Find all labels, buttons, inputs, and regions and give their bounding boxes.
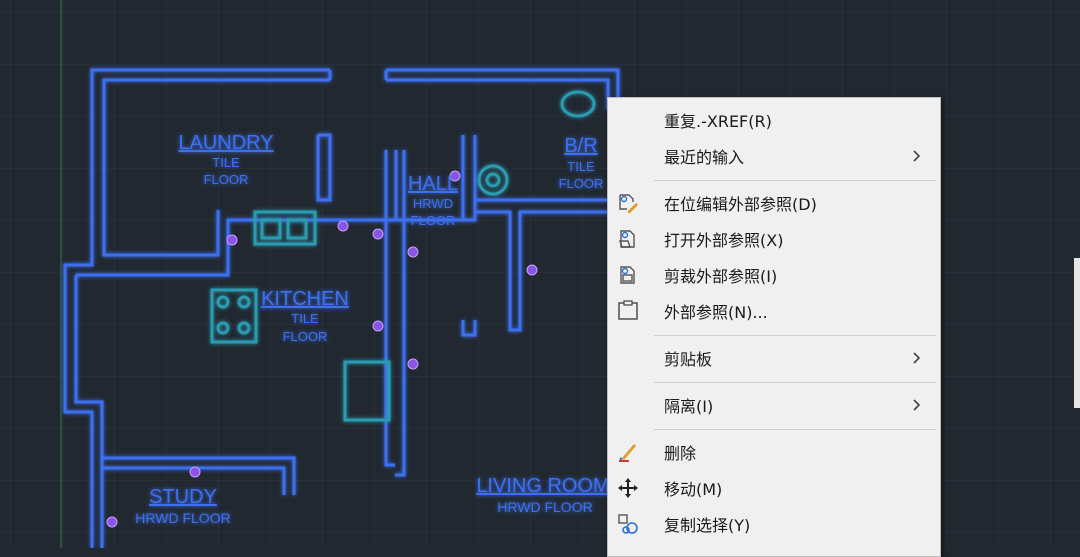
menu-item-xref-edit-in-place[interactable]: 在位编辑外部参照(D) <box>608 186 940 220</box>
menu-item-label: 剪裁外部参照(I) <box>664 267 778 286</box>
menu-item-repeat-xref[interactable]: 重复.-XREF(R) <box>608 103 940 137</box>
room-floor-hall-2: FLOOR <box>411 213 456 228</box>
room-floor-laundry-1: TILE <box>212 155 240 170</box>
room-floor-study: HRWD FLOOR <box>135 510 230 526</box>
room-name-laundry: LAUNDRY <box>178 132 273 154</box>
room-floor-br-2: FLOOR <box>559 176 604 191</box>
menu-item-label: 隔离(I) <box>664 397 714 416</box>
side-panel-edge <box>1074 258 1080 408</box>
room-floor-kitchen-2: FLOOR <box>283 329 328 344</box>
chevron-right-icon <box>910 349 924 367</box>
room-name-living-room: LIVING ROOM <box>476 475 609 497</box>
menu-item-label: 外部参照(N)... <box>664 303 768 322</box>
xref-clip-icon <box>616 263 640 287</box>
room-floor-hall-1: HRWD <box>413 196 453 211</box>
menu-item-move[interactable]: 移动(M) <box>608 471 940 505</box>
menu-item-isolate[interactable]: 隔离(I) <box>608 388 940 422</box>
floor-plan-fixtures <box>210 90 596 422</box>
chevron-right-icon <box>910 396 924 414</box>
xref-open-icon <box>616 227 640 251</box>
menu-item-xref-clip[interactable]: 剪裁外部参照(I) <box>608 258 940 292</box>
chevron-right-icon <box>910 147 924 165</box>
room-floor-kitchen-1: TILE <box>291 311 319 326</box>
menu-item-label: 打开外部参照(X) <box>664 231 784 250</box>
room-floor-living-room: HRWD FLOOR <box>497 499 592 515</box>
context-menu: 重复.-XREF(R) 最近的输入在位编辑外部参照(D) 打开外部参照(X) 剪裁外部… <box>607 97 941 557</box>
menu-item-label: 复制选择(Y) <box>664 516 751 535</box>
copy-selection-icon <box>616 512 640 536</box>
menu-item-erase[interactable]: 删除 <box>608 435 940 469</box>
menu-item-xref-open[interactable]: 打开外部参照(X) <box>608 222 940 256</box>
menu-separator <box>654 180 936 181</box>
menu-item-xref-palette[interactable]: 外部参照(N)... <box>608 294 940 328</box>
selection-grips <box>106 170 538 528</box>
menu-item-label: 最近的输入 <box>664 148 745 167</box>
menu-item-label: 在位编辑外部参照(D) <box>664 195 817 214</box>
menu-separator <box>654 382 936 383</box>
move-icon <box>616 476 640 500</box>
menu-item-recent-input[interactable]: 最近的输入 <box>608 139 940 173</box>
menu-item-copy-selection[interactable]: 复制选择(Y) <box>608 507 940 541</box>
room-floor-laundry-2: FLOOR <box>204 172 249 187</box>
erase-icon <box>616 440 640 464</box>
room-name-kitchen: KITCHEN <box>261 288 349 310</box>
menu-item-label: 移动(M) <box>664 480 723 499</box>
xref-edit-icon <box>616 191 640 215</box>
menu-separator <box>654 335 936 336</box>
menu-item-label: 重复.-XREF(R) <box>664 112 772 131</box>
room-name-br: B/R <box>564 135 597 157</box>
menu-item-label: 删除 <box>664 444 697 463</box>
menu-item-clipboard[interactable]: 剪贴板 <box>608 341 940 375</box>
room-name-hall: HALL <box>408 173 458 195</box>
xref-palette-icon <box>616 299 640 323</box>
room-floor-br-1: TILE <box>567 159 595 174</box>
menu-item-label: 剪贴板 <box>664 350 713 369</box>
menu-separator <box>654 429 936 430</box>
room-name-study: STUDY <box>149 486 217 508</box>
